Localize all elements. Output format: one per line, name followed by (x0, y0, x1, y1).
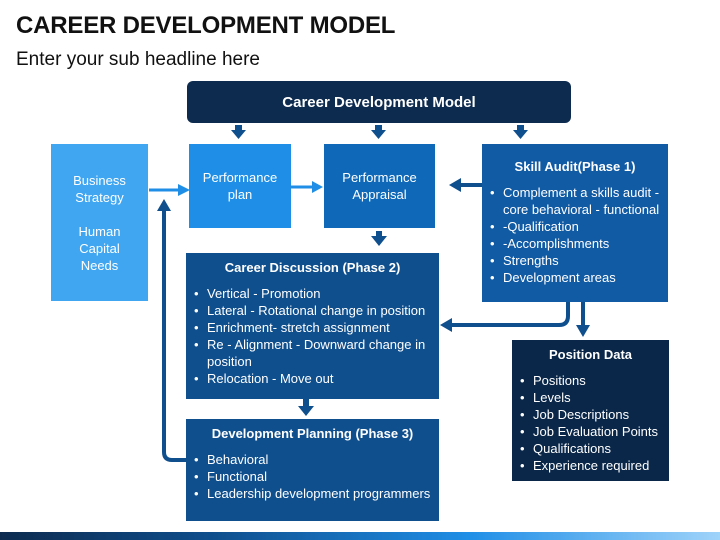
list-item: Complement a skills audit - core behavio… (490, 184, 662, 218)
arrow-down-to-plan (235, 125, 242, 131)
list-item: Job Evaluation Points (520, 423, 663, 440)
list-item: Functional (194, 468, 433, 485)
arrow-down-to-skill-audit (517, 125, 524, 131)
business-line-3: Human (78, 223, 121, 239)
performance-plan-box: Performance plan (189, 144, 291, 228)
business-line-2: Strategy (75, 189, 124, 205)
business-line-1: Business (73, 172, 126, 188)
list-item: -Accomplishments (490, 235, 662, 252)
list-item: Vertical - Promotion (194, 285, 433, 302)
list-item: Leadership development programmers (194, 485, 433, 502)
arrow-appraisal-to-discussion (376, 231, 382, 238)
list-item: Lateral - Rotational change in position (194, 302, 433, 319)
career-discussion-title: Career Discussion (Phase 2) (224, 260, 401, 275)
list-item: Job Descriptions (520, 406, 663, 423)
arrow-discussion-to-planning (303, 399, 309, 407)
performance-appraisal-line-1: Performance (342, 170, 417, 185)
list-item: Relocation - Move out (194, 370, 433, 387)
model-title-bar: Career Development Model (187, 81, 571, 123)
business-line-4: Capital (79, 240, 120, 256)
performance-appraisal-box: Performance Appraisal (324, 144, 435, 228)
position-data-list: Positions Levels Job Descriptions Job Ev… (518, 372, 663, 474)
list-item: Qualifications (520, 440, 663, 457)
career-discussion-list: Vertical - Promotion Lateral - Rotationa… (192, 285, 433, 387)
performance-appraisal-line-2: Appraisal (352, 187, 407, 202)
arrow-skill-audit-to-discussion (452, 302, 570, 327)
business-line-5: Needs (80, 257, 119, 273)
development-planning-list: Behavioral Functional Leadership develop… (192, 451, 433, 502)
development-planning-box: Development Planning (Phase 3) Behaviora… (186, 419, 439, 521)
page-title: CAREER DEVELOPMENT MODEL (16, 12, 396, 39)
footer-gradient-bar (0, 532, 720, 540)
list-item: Behavioral (194, 451, 433, 468)
arrow-planning-to-plan (162, 210, 186, 462)
list-item: Experience required (520, 457, 663, 474)
business-strategy-box: Business Strategy Human Capital Needs (51, 144, 148, 301)
skill-audit-title: Skill Audit(Phase 1) (514, 159, 636, 174)
arrow-down-to-appraisal (375, 125, 382, 131)
skill-audit-list: Complement a skills audit - core behavio… (488, 184, 662, 286)
list-item: -Qualification (490, 218, 662, 235)
development-planning-title: Development Planning (Phase 3) (211, 426, 414, 441)
position-data-title: Position Data (548, 347, 633, 362)
list-item: Re - Alignment - Downward change in posi… (194, 336, 433, 370)
position-data-box: Position Data Positions Levels Job Descr… (512, 340, 669, 481)
list-item: Strengths (490, 252, 662, 269)
performance-plan-line-2: plan (227, 187, 253, 202)
performance-plan-line-1: Performance (202, 170, 278, 185)
skill-audit-box: Skill Audit(Phase 1) Complement a skills… (482, 144, 668, 302)
list-item: Enrichment- stretch assignment (194, 319, 433, 336)
page-subtitle: Enter your sub headline here (16, 49, 260, 70)
list-item: Levels (520, 389, 663, 406)
list-item: Positions (520, 372, 663, 389)
career-discussion-box: Career Discussion (Phase 2) Vertical - P… (186, 253, 439, 399)
list-item: Development areas (490, 269, 662, 286)
